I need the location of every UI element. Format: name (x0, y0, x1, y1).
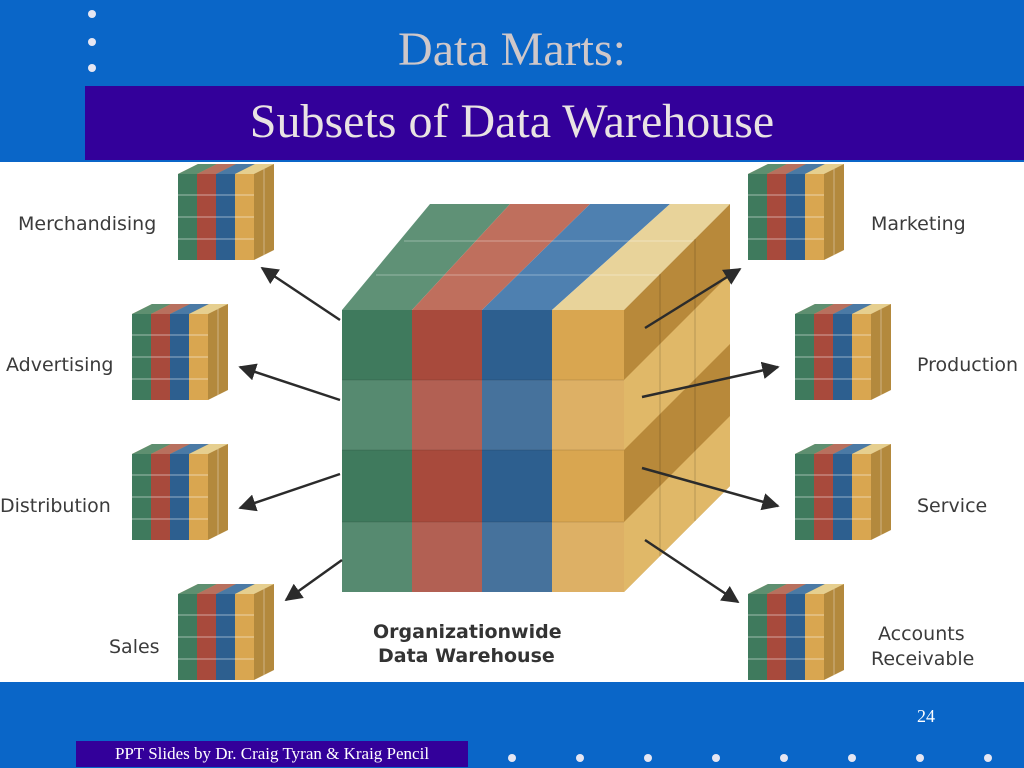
arrow-distribution (238, 472, 341, 512)
mart-cube-advertising (131, 303, 229, 401)
mart-cube-production (794, 303, 892, 401)
dot (916, 754, 924, 762)
label-distribution: Distribution (0, 495, 111, 517)
label-merchandising: Merchandising (18, 213, 156, 235)
label-service: Service (917, 495, 987, 517)
mart-cube-sales (177, 583, 275, 681)
dot (88, 38, 96, 46)
label-production: Production (917, 354, 1018, 376)
arrow-service (641, 466, 780, 511)
page-number: 24 (917, 706, 935, 726)
mart-cube-service (794, 443, 892, 541)
label-warehouse-line2: Data Warehouse (378, 645, 555, 667)
label-marketing: Marketing (871, 213, 966, 235)
arrow-merchandising (260, 266, 341, 322)
arrow-advertising (238, 363, 341, 402)
arrow-accounts-receivable (644, 538, 740, 604)
dot (780, 754, 788, 762)
label-advertising: Advertising (6, 354, 113, 376)
arrow-marketing (644, 267, 742, 330)
label-sales: Sales (109, 636, 160, 658)
dot (848, 754, 856, 762)
label-receivable: Receivable (871, 648, 974, 670)
arrows (238, 266, 780, 604)
dot (712, 754, 720, 762)
title-band (85, 86, 1024, 160)
dot (88, 10, 96, 18)
mart-cube-merchandising (177, 163, 275, 261)
arrow-production (641, 361, 780, 399)
label-warehouse-line1: Organizationwide (373, 621, 562, 643)
arrow-sales (284, 558, 343, 602)
data-mart-diagram: Merchandising Advertising Distribution S… (0, 162, 1024, 682)
dot (984, 754, 992, 762)
mart-cube-distribution (131, 443, 229, 541)
mart-cube-marketing (747, 163, 845, 261)
label-accounts: Accounts (878, 623, 965, 645)
dot (508, 754, 516, 762)
dot (576, 754, 584, 762)
credits-footer: PPT Slides by Dr. Craig Tyran & Kraig Pe… (76, 741, 468, 767)
mart-cube-accounts-receivable (747, 583, 845, 681)
warehouse-cube (342, 204, 730, 592)
slide-subtitle: Subsets of Data Warehouse (249, 95, 775, 148)
dot (88, 64, 96, 72)
dot (644, 754, 652, 762)
diagram-canvas: Merchandising Advertising Distribution S… (0, 163, 1018, 681)
slide-title: Data Marts: (398, 23, 626, 76)
